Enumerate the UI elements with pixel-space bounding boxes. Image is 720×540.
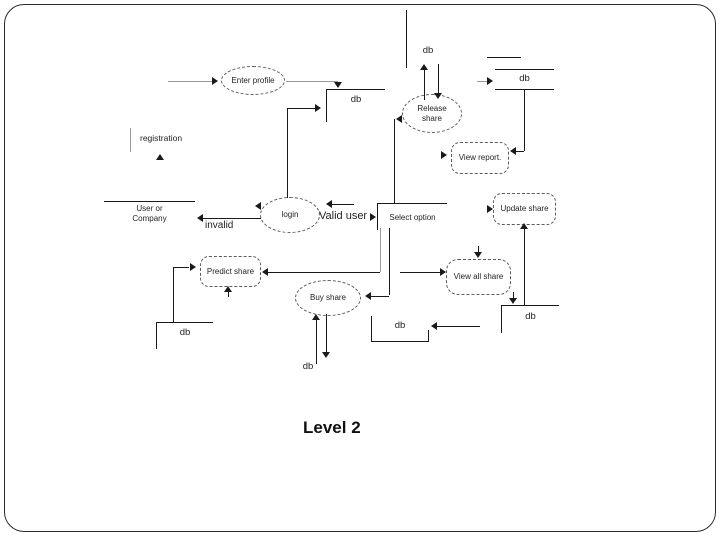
arrowhead-down bbox=[322, 352, 330, 358]
process-predict-share: Predict share bbox=[200, 256, 261, 287]
process-buy-share: Buy share bbox=[295, 280, 361, 316]
flow-line-buy-db-down bbox=[326, 314, 327, 356]
arrowhead-right bbox=[487, 77, 493, 85]
arrowhead-up bbox=[420, 64, 428, 70]
arrowhead-up bbox=[156, 154, 164, 160]
arrowhead-down bbox=[434, 93, 442, 99]
flow-line-to-enter-profile bbox=[168, 81, 216, 82]
datastore-db-bottom-middle: db bbox=[371, 316, 428, 342]
arrowhead-down bbox=[509, 298, 517, 304]
arrowhead-left bbox=[255, 202, 261, 210]
flow-line-select-down bbox=[389, 228, 390, 295]
datastore-label: db bbox=[302, 361, 314, 372]
diagram-title: Level 2 bbox=[303, 418, 361, 437]
flow-line-db-update bbox=[524, 227, 525, 306]
flow-line-select-login bbox=[329, 204, 354, 205]
flow-line-stub bbox=[513, 292, 514, 299]
arrowhead-right bbox=[441, 151, 447, 159]
datastore-label: db bbox=[519, 73, 530, 84]
flow-line-select-predict bbox=[264, 272, 380, 273]
datastore-label: db bbox=[179, 327, 191, 338]
datastore-wall bbox=[428, 330, 429, 342]
arrowhead-right bbox=[487, 205, 493, 213]
process-label: login bbox=[281, 210, 299, 219]
arrowhead-left bbox=[197, 214, 203, 222]
process-release-share: Release share bbox=[402, 94, 462, 133]
flow-line-stub bbox=[228, 292, 229, 297]
datastore-label: db bbox=[394, 320, 406, 331]
flow-label-valid-user: Valid user bbox=[319, 210, 368, 222]
arrowhead-down bbox=[334, 82, 342, 88]
datastore-label: db bbox=[525, 311, 536, 322]
arrowhead-right bbox=[212, 77, 218, 85]
arrowhead-left bbox=[262, 268, 268, 276]
flow-label-registration: registration bbox=[140, 133, 183, 143]
flow-line-to-db-top-right bbox=[477, 81, 491, 82]
process-view-report: View report. bbox=[451, 142, 509, 174]
arrowhead-up bbox=[224, 286, 232, 292]
datastore-db-top-middle: db bbox=[326, 89, 385, 122]
datastore-db-top-right: db bbox=[495, 69, 554, 90]
slide-border bbox=[4, 4, 716, 532]
flow-line-db-buy-up bbox=[316, 318, 317, 364]
arrowhead-right bbox=[190, 263, 196, 271]
arrowhead-left bbox=[396, 115, 402, 123]
process-label: Predict share bbox=[206, 266, 255, 276]
flow-line-enter-profile-db bbox=[286, 81, 338, 82]
flow-line-db-predict bbox=[173, 267, 174, 322]
process-update-share: Update share bbox=[493, 193, 556, 225]
flow-line-invalid bbox=[199, 218, 261, 219]
flow-line-db-view-report bbox=[524, 90, 525, 151]
flow-line-to-db-bottom-middle bbox=[437, 326, 480, 327]
flow-line-select-release bbox=[394, 119, 395, 204]
arrowhead-left bbox=[510, 147, 516, 155]
datastore-label: db bbox=[350, 94, 362, 105]
process-login: login bbox=[260, 197, 320, 233]
process-enter-profile: Enter profile bbox=[221, 66, 285, 95]
process-label: Release share bbox=[417, 103, 447, 123]
flow-line-db-release-down bbox=[438, 64, 439, 96]
process-view-all-share: View all share bbox=[446, 259, 511, 295]
datastore-label: db bbox=[422, 45, 434, 56]
datastore-db-bottom-left: db bbox=[156, 322, 213, 349]
flow-line-top-right bbox=[487, 57, 521, 58]
process-label: Update share bbox=[500, 204, 549, 213]
flow-line-select-view-all bbox=[400, 272, 444, 273]
entity-label: User or Company bbox=[132, 204, 167, 224]
process-label: Select option bbox=[389, 212, 436, 222]
flow-line-login-db bbox=[287, 108, 319, 109]
flow-line-top bbox=[406, 10, 407, 68]
process-label: View all share bbox=[453, 272, 504, 281]
arrowhead-up bbox=[312, 314, 320, 320]
arrowhead-left bbox=[326, 200, 332, 208]
flow-label-invalid: invalid bbox=[205, 220, 234, 231]
flow-line-stub bbox=[478, 246, 479, 253]
datastore-db-bottom-right: db bbox=[501, 305, 559, 333]
flow-line-db-view-report bbox=[516, 151, 524, 152]
flow-line-select-down bbox=[380, 228, 381, 272]
process-label: View report. bbox=[458, 153, 502, 162]
arrowhead-up bbox=[520, 223, 528, 229]
datastore-db-bottom-label: db bbox=[296, 361, 320, 372]
flow-line-db-predict bbox=[174, 267, 189, 268]
entity-user-or-company: User or Company bbox=[104, 201, 195, 225]
flow-line-registration bbox=[130, 128, 131, 152]
arrowhead-right bbox=[315, 104, 321, 112]
arrowhead-right bbox=[440, 268, 446, 276]
flow-line-login-db bbox=[287, 109, 288, 198]
process-select-option: Select option bbox=[377, 203, 447, 230]
flow-line-select-buy bbox=[368, 296, 389, 297]
process-label: Enter profile bbox=[231, 75, 275, 85]
datastore-db-top-label: db bbox=[416, 45, 440, 56]
flow-line-release-db-up bbox=[424, 69, 425, 100]
arrowhead-left bbox=[365, 292, 371, 300]
process-label: Buy share bbox=[309, 293, 347, 302]
arrowhead-left bbox=[431, 322, 437, 330]
arrowhead-right bbox=[370, 213, 376, 221]
arrowhead-down bbox=[474, 252, 482, 258]
